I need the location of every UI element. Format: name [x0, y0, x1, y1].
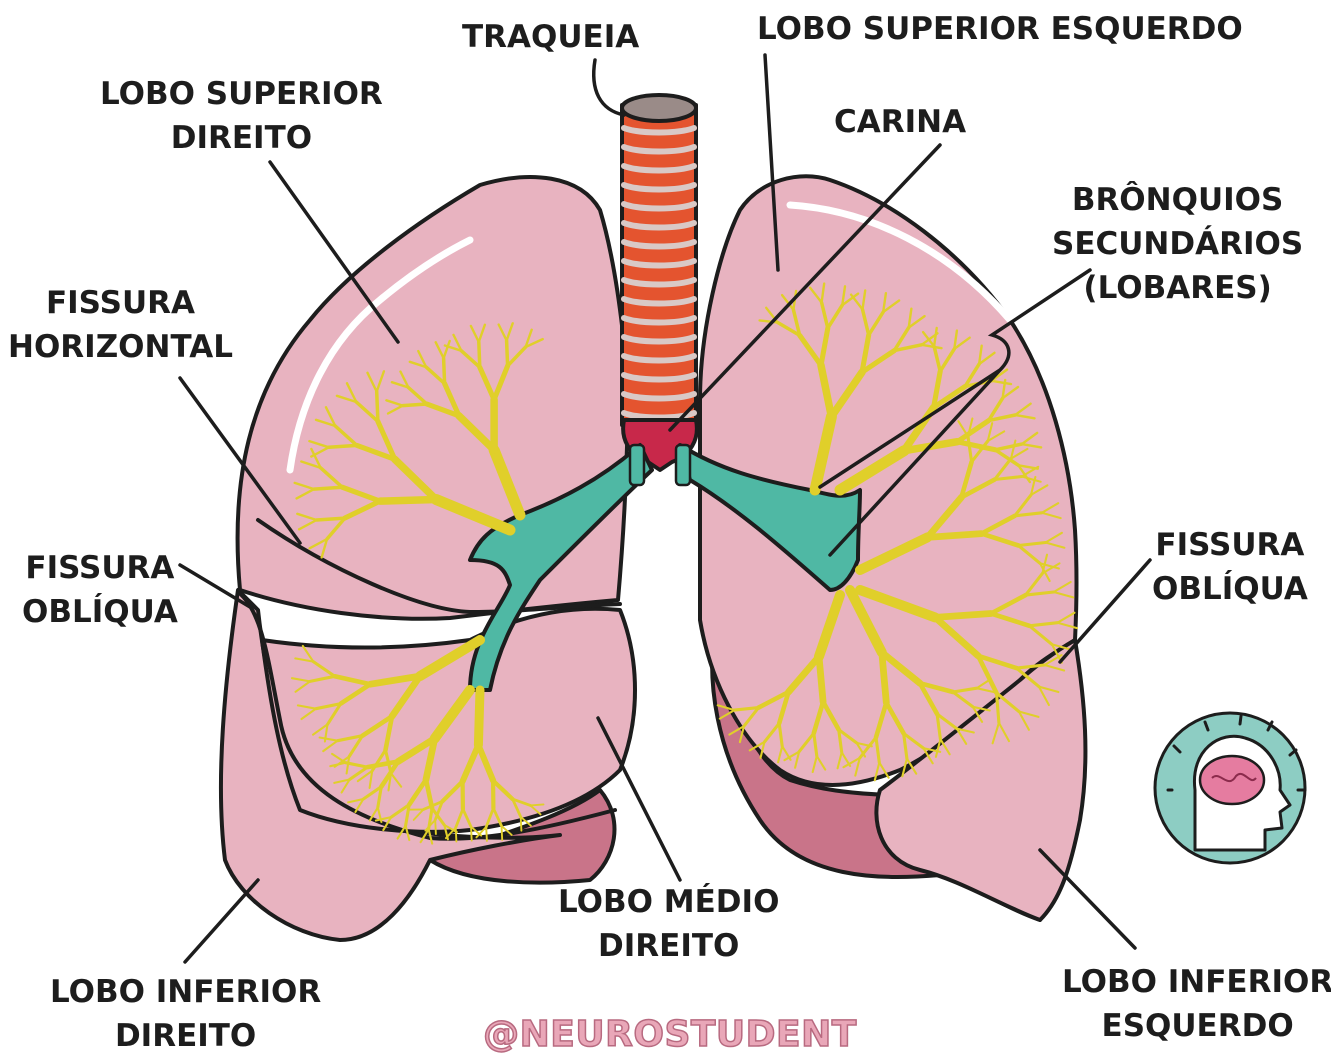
label-lobo-inferior-direito-line-2: DIREITO [50, 1014, 321, 1058]
label-fissura-obliqua-direita: FISSURA OBLÍQUA [22, 546, 178, 634]
leader-traqueia [594, 60, 624, 115]
label-lobo-inferior-esquerdo-line-1: LOBO INFERIOR [1062, 960, 1331, 1004]
label-lobo-superior-direito-line-2: DIREITO [100, 116, 383, 160]
label-bronquios-line-2: SECUNDÁRIOS [1052, 222, 1303, 266]
label-lobo-superior-direito: LOBO SUPERIOR DIREITO [100, 72, 383, 160]
label-carina-line-1: CARINA [834, 100, 966, 144]
leader-lobo-inferior-direito [185, 880, 258, 962]
trachea-opening [622, 95, 696, 121]
brain-head-logo-icon [1155, 713, 1305, 863]
bronchiole-branch [882, 652, 887, 702]
bronchiole-branch [928, 534, 982, 538]
label-lobo-inferior-esquerdo: LOBO INFERIOR ESQUERDO [1062, 960, 1331, 1048]
label-lobo-inferior-direito-line-1: LOBO INFERIOR [50, 970, 321, 1014]
label-fissura-horizontal: FISSURA HORIZONTAL [8, 281, 233, 369]
bronchiole-branch [507, 341, 508, 366]
bronchiole-branch [444, 358, 445, 383]
bronchiole-branch [456, 828, 457, 842]
bronchiole-branch [478, 690, 480, 745]
bronchiole-branch [819, 657, 823, 702]
bronchiole-branch [521, 817, 522, 831]
label-fissura-obliqua-esquerda-line-1: FISSURA [1152, 523, 1308, 567]
label-lobo-superior-esquerdo-line-1: LOBO SUPERIOR ESQUERDO [757, 7, 1243, 51]
bronchiole-branch [479, 342, 480, 367]
label-lobo-superior-direito-line-1: LOBO SUPERIOR [100, 72, 383, 116]
label-bronquios-secundarios: BRÔNQUIOS SECUNDÁRIOS (LOBARES) [1052, 178, 1303, 310]
bronchiole-branch [502, 826, 503, 840]
label-bronquios-line-1: BRÔNQUIOS [1052, 178, 1303, 222]
watermark: @NEUROSTUDENT [480, 1012, 860, 1058]
bronchiole-branch [435, 820, 436, 834]
label-fissura-obliqua-direita-line-1: FISSURA [22, 546, 178, 590]
label-lobo-medio-direito-line-2: DIREITO [558, 924, 779, 968]
bronchiole-branch [935, 614, 991, 618]
label-bronquios-line-3: (LOBARES) [1052, 266, 1303, 310]
bronchiole-branch [380, 500, 436, 502]
label-fissura-obliqua-direita-line-2: OBLÍQUA [22, 590, 178, 634]
label-traqueia: TRAQUEIA [462, 15, 639, 59]
label-lobo-inferior-esquerdo-line-2: ESQUERDO [1062, 1004, 1331, 1048]
bronchiole-branch [403, 404, 427, 406]
label-fissura-horizontal-line-1: FISSURA [8, 281, 233, 325]
label-carina: CARINA [834, 100, 966, 144]
label-fissura-obliqua-esquerda: FISSURA OBLÍQUA [1152, 523, 1308, 611]
label-lobo-medio-direito-line-1: LOBO MÉDIO [558, 880, 779, 924]
label-fissura-obliqua-esquerda-line-2: OBLÍQUA [1152, 567, 1308, 611]
label-fissura-horizontal-line-2: HORIZONTAL [8, 325, 233, 369]
bronchiole-branch [317, 518, 345, 520]
bronchiole-branch [471, 827, 472, 841]
label-lobo-superior-esquerdo: LOBO SUPERIOR ESQUERDO [757, 7, 1243, 51]
bronchiole-branch [314, 487, 342, 489]
bronchiole-branch [329, 445, 357, 447]
bronchiole-branch [377, 392, 378, 422]
label-lobo-inferior-direito: LOBO INFERIOR DIREITO [50, 970, 321, 1058]
label-lobo-medio-direito: LOBO MÉDIO DIREITO [558, 880, 779, 968]
bronchiole-branch [530, 804, 543, 805]
label-traqueia-line-1: TRAQUEIA [462, 15, 639, 59]
bronchiole-branch [486, 827, 487, 841]
